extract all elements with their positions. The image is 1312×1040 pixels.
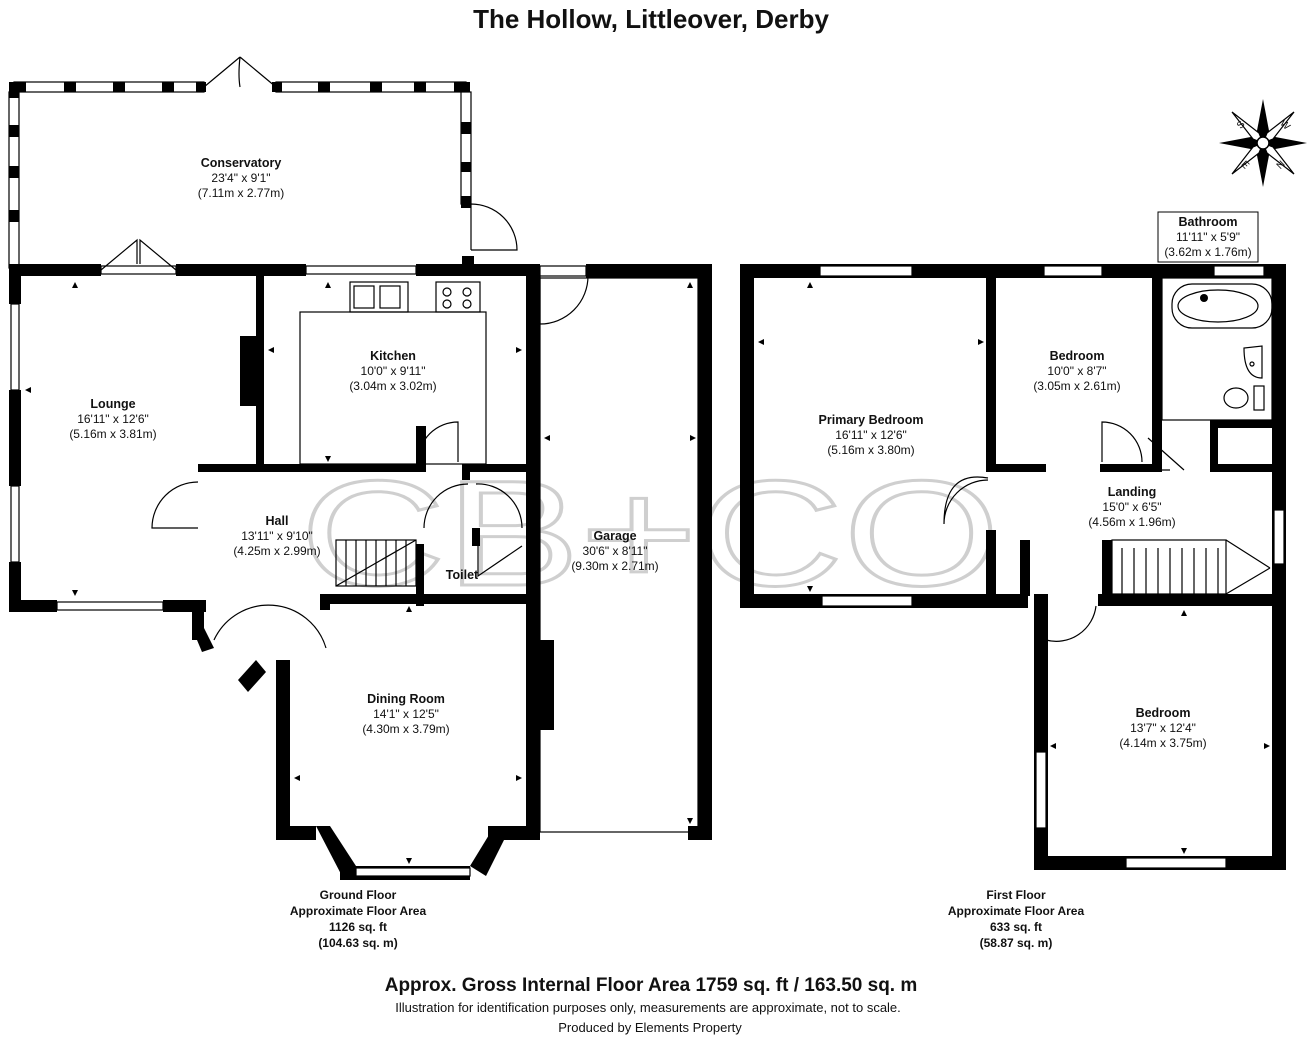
kitchen-name: Kitchen: [370, 349, 416, 363]
first-floor-doors: [943, 421, 1266, 642]
garage-metric: (9.30m x 2.71m): [571, 559, 658, 573]
ground-floor-doors: [151, 277, 699, 833]
bedroom-two-name: Bedroom: [1050, 349, 1105, 363]
bedroom-three-imperial: 13'7" x 12'4": [1130, 721, 1196, 735]
garage-imperial: 30'6" x 8'11": [583, 544, 648, 558]
garage-name: Garage: [593, 529, 636, 543]
landing-metric: (4.56m x 1.96m): [1088, 515, 1175, 529]
ground-floor-label: Approximate Floor Area: [290, 904, 427, 918]
first-floor-stairs: [1111, 539, 1271, 595]
ground-floor-stairs: [335, 539, 417, 587]
hall-imperial: 13'11" x 9'10": [241, 529, 313, 543]
disclaimer: Illustration for identification purposes…: [395, 1000, 901, 1015]
producer-credit: Produced by Elements Property: [558, 1020, 742, 1035]
ground-floor-name: Ground Floor: [320, 888, 397, 902]
compass-east: E: [1239, 159, 1252, 172]
kitchen-fixtures: [299, 281, 487, 465]
first-floor-windows: [819, 265, 1285, 869]
ground-floor-sqm: (104.63 sq. m): [318, 936, 397, 950]
bedroom-two-metric: (3.05m x 2.61m): [1033, 379, 1120, 393]
hall-name: Hall: [266, 514, 289, 528]
dimension-markers: [25, 282, 1270, 864]
conservatory-imperial: 23'4" x 9'1": [211, 171, 270, 185]
landing-name: Landing: [1108, 485, 1157, 499]
ground-floor-sqft: 1126 sq. ft: [329, 920, 387, 934]
first-floor-label: Approximate Floor Area: [948, 904, 1085, 918]
compass-icon: S W N E: [1219, 99, 1307, 187]
primary-bedroom-metric: (5.16m x 3.80m): [827, 443, 914, 457]
plan-title: The Hollow, Littleover, Derby: [473, 4, 829, 34]
gross-area: Approx. Gross Internal Floor Area 1759 s…: [385, 975, 918, 996]
toilet-name: Toilet: [446, 568, 479, 582]
first-floor-sqft: 633 sq. ft: [990, 920, 1042, 934]
ground-floor-walls: [9, 264, 712, 880]
dining-metric: (4.30m x 3.79m): [362, 722, 449, 736]
landing-imperial: 15'0" x 6'5": [1102, 500, 1161, 514]
lounge-name: Lounge: [90, 397, 135, 411]
bedroom-three-metric: (4.14m x 3.75m): [1119, 736, 1206, 750]
bathroom-fixtures: [1161, 242, 1273, 421]
bathroom-metric: (3.62m x 1.76m): [1164, 245, 1251, 259]
bathroom-label-box: [1157, 211, 1259, 263]
kitchen-imperial: 10'0" x 9'11": [361, 364, 426, 378]
primary-bedroom-name: Primary Bedroom: [819, 413, 924, 427]
dining-name: Dining Room: [367, 692, 445, 706]
bedroom-two-imperial: 10'0" x 8'7": [1047, 364, 1106, 378]
watermark: CB+CO: [299, 448, 1002, 619]
watermark-text: CB+CO: [300, 449, 1000, 617]
kitchen-metric: (3.04m x 3.02m): [349, 379, 436, 393]
conservatory-metric: (7.11m x 2.77m): [198, 186, 284, 200]
compass-north: N: [1275, 159, 1288, 172]
bathroom-name: Bathroom: [1178, 215, 1237, 229]
primary-bedroom-imperial: 16'11" x 12'6": [835, 428, 907, 442]
first-floor-name: First Floor: [986, 888, 1046, 902]
first-floor-sqm: (58.87 sq. m): [980, 936, 1053, 950]
first-floor-plan: Bathroom 11'11" x 5'9" (3.62m x 1.76m) P…: [740, 211, 1286, 950]
bathroom-imperial: 11'11" x 5'9": [1176, 230, 1240, 244]
conservatory-walls: [8, 56, 518, 269]
hall-metric: (4.25m x 2.99m): [233, 544, 320, 558]
lounge-metric: (5.16m x 3.81m): [69, 427, 156, 441]
conservatory-name: Conservatory: [201, 156, 282, 170]
ground-floor-plan: Conservatory 23'4" x 9'1" (7.11m x 2.77m…: [8, 56, 712, 950]
bedroom-three-name: Bedroom: [1136, 706, 1191, 720]
dining-imperial: 14'1" x 12'5": [373, 707, 439, 721]
lounge-imperial: 16'11" x 12'6": [77, 412, 149, 426]
